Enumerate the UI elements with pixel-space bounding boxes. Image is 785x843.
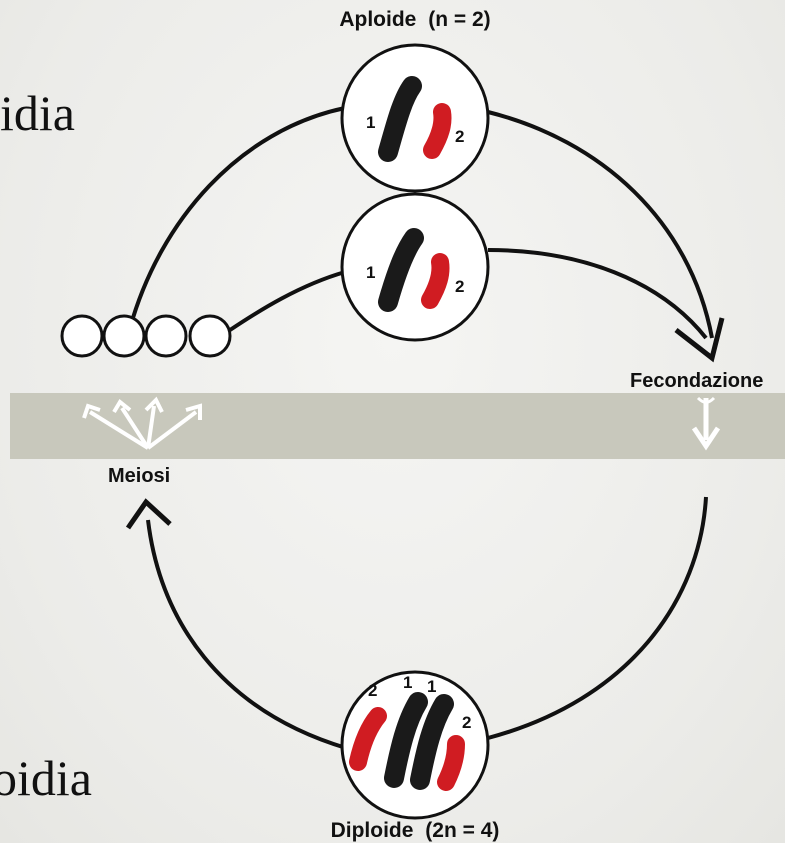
chromosome-label-2: 2 — [368, 681, 377, 700]
fertilization-label: Fecondazione — [630, 370, 763, 392]
haploid-label: Aploide — [339, 8, 416, 31]
fertilization-arrowhead — [676, 318, 722, 358]
diploid-cell: 2 1 1 2 — [342, 672, 488, 818]
chromosome-label-2: 2 — [455, 127, 464, 146]
red-chromosome — [446, 744, 456, 782]
chromosome-label-2: 2 — [462, 713, 471, 732]
haploid-cell-bottom: 1 2 — [342, 194, 488, 340]
meiosis-label: Meiosi — [108, 465, 170, 487]
diploid-formula: (2n = 4) — [425, 819, 499, 842]
chromosome-label-1: 1 — [366, 113, 375, 132]
haploid-cell-top: 1 2 — [342, 45, 488, 191]
spore — [146, 316, 186, 356]
spore — [190, 316, 230, 356]
cycle-arc-top — [130, 108, 345, 328]
red-chromosome — [430, 262, 441, 300]
cycle-band — [10, 393, 785, 459]
red-chromosome — [432, 112, 443, 150]
chromosome-label-2: 2 — [455, 277, 464, 296]
cycle-arc-zygote — [488, 497, 706, 738]
haploid-formula: (n = 2) — [428, 8, 490, 31]
chromosome-label-1: 1 — [366, 263, 375, 282]
spore — [62, 316, 102, 356]
diploid-label: Diploide — [331, 819, 414, 842]
cropped-text-bottom: oidia — [0, 750, 92, 806]
cycle-arc-lower-gamete-to-fert — [488, 250, 706, 338]
spore-cluster — [62, 316, 230, 356]
chromosome-label-1: 1 — [427, 677, 436, 696]
cycle-arc-to-meiosis — [148, 520, 346, 748]
chromosome-label-1: 1 — [403, 673, 412, 692]
diploid-title: Diploide (2n = 4) — [331, 819, 500, 842]
spore — [104, 316, 144, 356]
cycle-arc-lower-gamete — [230, 272, 345, 330]
haploid-title: Aploide (n = 2) — [339, 8, 490, 31]
cycle-arc-gamete-to-fert — [488, 112, 712, 338]
cropped-text-top: idia — [0, 85, 75, 141]
